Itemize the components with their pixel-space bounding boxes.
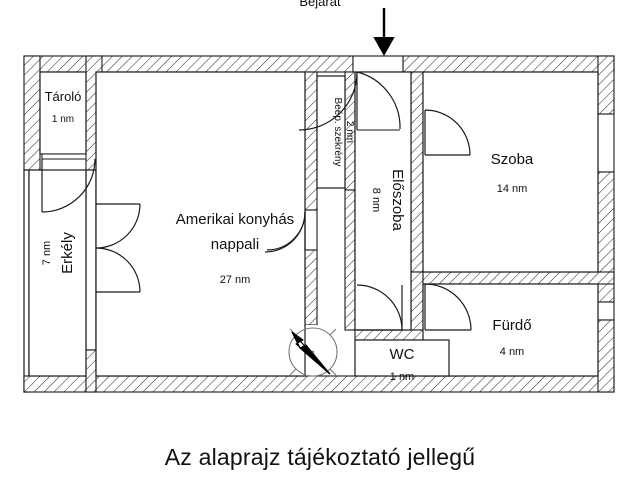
entrance-label: Bejárat — [299, 0, 341, 9]
room-szoba — [422, 71, 599, 273]
door-szoba — [424, 109, 471, 156]
floorplan-svg: Tároló 1 nm Erkély 7 nm Amerikai konyhás… — [23, 8, 615, 393]
north-arrow-icon — [288, 327, 338, 377]
room-nappali — [95, 71, 306, 377]
exterior-walls — [23, 55, 615, 393]
door-nappali-eloszoba — [264, 211, 306, 253]
label-furdo-area: 4 nm — [500, 346, 524, 358]
label-nappali-name: Amerikai konyhás — [176, 211, 294, 228]
room-szekreny — [316, 75, 346, 189]
room-taroló — [39, 71, 87, 155]
label-taroló-name: Tároló — [45, 89, 82, 104]
label-furdo-name: Fürdő — [492, 317, 531, 334]
label-nappali-area: 27 nm — [220, 274, 251, 286]
label-erkely-name: Erkély — [59, 232, 76, 274]
door-taroló — [41, 158, 96, 213]
room-erkely — [28, 169, 87, 377]
door-wc — [356, 284, 403, 331]
door-balcony-lower — [95, 247, 141, 293]
door-entrance — [298, 71, 401, 131]
doors — [41, 71, 472, 331]
label-taroló-area: 1 nm — [52, 114, 74, 125]
disclaimer-caption: Az alaprajz tájékoztató jellegű — [164, 444, 476, 470]
label-szekreny-name: Beép. szekrény — [332, 98, 343, 167]
label-erkely-area: 7 nm — [41, 241, 53, 265]
room-labels: Tároló 1 nm Erkély 7 nm Amerikai konyhás… — [41, 89, 534, 383]
room-wc — [354, 339, 450, 377]
label-nappali-name2: nappali — [211, 236, 259, 253]
label-wc-name: WC — [390, 346, 415, 363]
door-furdo — [424, 283, 472, 331]
label-szekreny-area: 2 nm — [344, 121, 355, 143]
door-balcony-upper — [95, 203, 141, 249]
label-szoba-area: 14 nm — [497, 183, 528, 195]
label-eloszoba-area: 8 nm — [370, 188, 382, 212]
label-wc-area: 1 nm — [390, 371, 414, 383]
label-szoba-name: Szoba — [491, 151, 534, 168]
label-eloszoba-name: Előszoba — [389, 169, 406, 231]
